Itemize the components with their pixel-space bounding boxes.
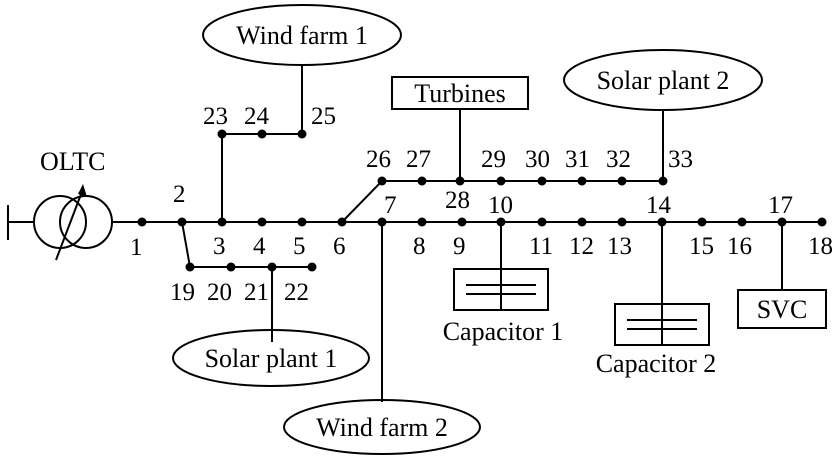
bus-label-28: 28 [445,187,470,214]
bus-node-33 [658,176,668,186]
bus-label-26: 26 [366,146,391,173]
bus-node-19 [185,262,195,272]
capacitor-1: Capacitor 1 [443,268,564,346]
bus-label-13: 13 [607,233,632,260]
solar-plant-1-label: Solar plant 1 [205,344,338,373]
bus-node-29 [496,176,506,186]
solar-plant-2-ellipse [563,49,763,111]
oltc-arrow-head [78,184,87,197]
svc: SVC [737,289,827,329]
capacitor-2: Capacitor 2 [596,303,717,378]
solar-plant-2-label: Solar plant 2 [597,66,730,95]
bus-node-22 [307,262,317,272]
bus-label-17: 17 [768,192,793,219]
bus-label-2: 2 [173,181,186,208]
bus-node-9 [457,217,467,227]
capacitor-2-label: Capacitor 2 [596,349,717,378]
lateral-23-25 [221,66,303,222]
bus-node-18 [817,217,827,227]
bus-node-14 [657,217,667,227]
bus-label-8: 8 [413,233,426,260]
bus-node-7 [377,217,387,227]
bus-label-6: 6 [333,233,346,260]
bus-node-25 [297,129,307,139]
bus-label-15: 15 [689,233,714,260]
bus-node-31 [577,176,587,186]
bus-node-24 [257,129,267,139]
bus-labels: 1 2 3 4 5 6 7 8 9 10 11 12 13 14 15 16 1… [130,103,833,306]
bus-node-4 [257,217,267,227]
capacitor-1-label: Capacitor 1 [443,317,564,346]
bus-node-10 [496,217,506,227]
wind-farm-1-label: Wind farm 1 [236,21,368,50]
bus-node-17 [777,217,787,227]
bus-label-21: 21 [244,279,269,306]
bus-node-13 [617,217,627,227]
bus-label-20: 20 [207,279,232,306]
turbines-box [391,76,529,110]
bus-label-22: 22 [284,279,309,306]
bus-node-8 [417,217,427,227]
svc-label: SVC [757,295,808,324]
bus-label-19: 19 [170,279,195,306]
bus-node-21 [267,262,277,272]
bus-label-23: 23 [203,103,228,130]
wind-farm-2: Wind farm 2 [283,399,481,455]
wind-farm-1-ellipse [202,4,402,66]
wind-farm-1: Wind farm 1 [202,4,402,66]
bus-node-1 [137,217,147,227]
bus-node-6 [337,217,347,227]
bus-label-7: 7 [384,192,397,219]
bus-label-12: 12 [569,233,594,260]
solar-plant-1-ellipse [172,329,370,387]
lateral-23-25-line [221,133,302,222]
bus-label-33: 33 [668,146,693,173]
bus-node-28 [455,176,465,186]
bus-node-11 [537,217,547,227]
svc-box [737,289,827,329]
oltc-transformer: OLTC [33,147,113,261]
bus-node-20 [226,262,236,272]
bus-label-5: 5 [293,233,306,260]
bus-label-4: 4 [253,233,266,260]
wind-farm-2-ellipse [283,399,481,455]
bus-label-24: 24 [244,103,270,130]
bus-node-12 [577,217,587,227]
bus-label-29: 29 [481,146,506,173]
oltc-label: OLTC [40,147,106,176]
solar-plant-2: Solar plant 2 [563,49,763,111]
bus-label-14: 14 [646,192,672,219]
bus-label-10: 10 [488,192,513,219]
bus-node-27 [417,176,427,186]
turbines: Turbines [391,76,529,110]
oltc-tap-arrow [55,188,84,261]
bus-label-1: 1 [130,234,143,261]
bus-node-30 [537,176,547,186]
bus-label-18: 18 [808,233,833,260]
bus-label-32: 32 [606,146,631,173]
solar-plant-1: Solar plant 1 [172,329,370,387]
bus-label-27: 27 [406,146,431,173]
bus-node-2 [177,217,187,227]
bus-node-26 [377,176,387,186]
bus-label-16: 16 [727,233,752,260]
bus-node-23 [217,129,227,139]
bus-label-31: 31 [565,146,590,173]
bus-nodes [137,129,827,272]
turbines-label: Turbines [414,79,506,108]
bus-node-32 [617,176,627,186]
bus-label-30: 30 [525,146,550,173]
bus-label-25: 25 [311,103,336,130]
bus-node-16 [737,217,747,227]
bus-node-5 [297,217,307,227]
bus-label-9: 9 [453,233,466,260]
bus-node-3 [217,217,227,227]
bus-node-15 [697,217,707,227]
wind-farm-2-label: Wind farm 2 [316,413,448,442]
grid-source [7,205,34,240]
bus-label-3: 3 [213,233,226,260]
bus-label-11: 11 [529,233,553,260]
